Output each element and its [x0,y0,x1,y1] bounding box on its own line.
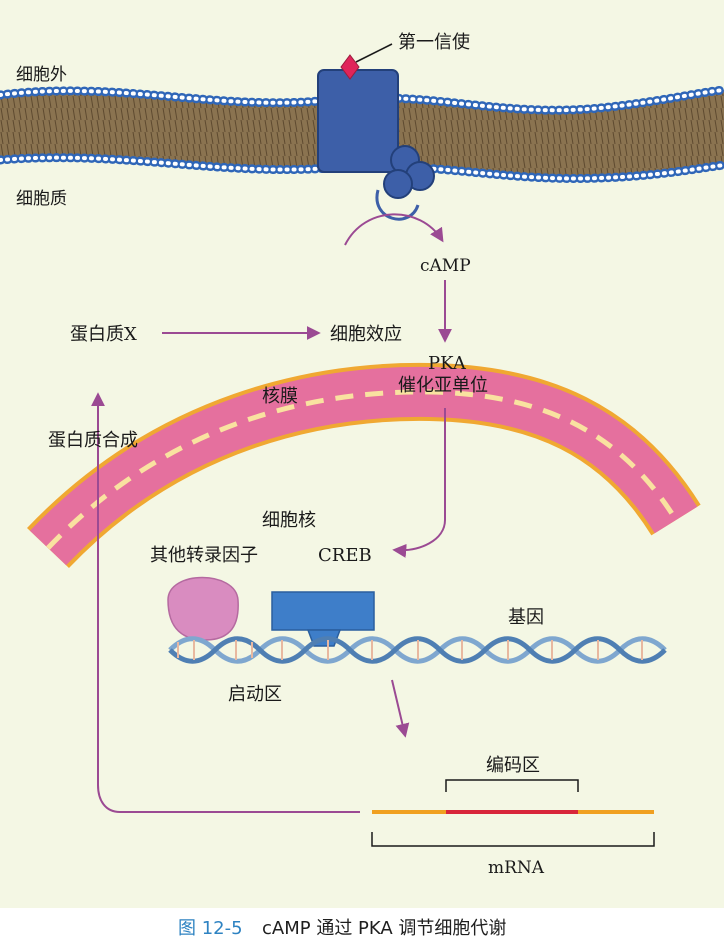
label-gene: 基因 [508,607,544,628]
label-coding-region: 编码区 [486,755,540,776]
transcription-arrow [391,679,410,738]
nuclear-envelope [27,362,701,569]
caption-figure-number: 图 12-5 [178,918,243,939]
label-cytoplasm: 细胞质 [16,189,67,209]
membrane-outer-heads-fill [0,88,724,113]
receptor-protein [317,69,399,173]
first-messenger-pointer [355,43,393,63]
mrna-bracket [371,832,655,847]
label-cell-effect: 细胞效应 [330,324,402,345]
dna-helix [168,636,667,664]
translation-arrow [91,392,360,813]
first-messenger-diamond [340,54,360,80]
label-first-messenger: 第一信使 [398,32,470,53]
label-protein-synthesis: 蛋白质合成 [48,430,138,451]
label-nucleus: 细胞核 [262,510,316,531]
label-creb: CREB [318,545,372,566]
mrna-strand [371,779,655,847]
coding-region-bracket [445,779,579,792]
g-protein-subunit-3 [383,169,413,199]
label-nuclear-membrane: 核膜 [262,386,298,407]
receptor-complex [317,43,435,221]
caption-title: cAMP 通过 PKA 调节细胞代谢 [262,918,506,939]
label-other-tf: 其他转录因子 [150,545,258,566]
label-mrna: mRNA [488,858,545,878]
adenylyl-cyclase-loop [375,189,420,221]
creb-block [271,591,375,647]
label-pka: PKA [428,353,467,374]
label-promoter: 启动区 [228,684,282,705]
label-camp: cAMP [420,256,471,276]
label-extracellular: 细胞外 [16,65,67,85]
pka-to-creb-arrow [392,408,446,558]
camp-production-arrow [344,213,444,246]
other-tf-blob [167,576,239,641]
label-protein-x: 蛋白质X [70,324,137,345]
label-pka-catalytic: 催化亚单位 [398,375,488,396]
